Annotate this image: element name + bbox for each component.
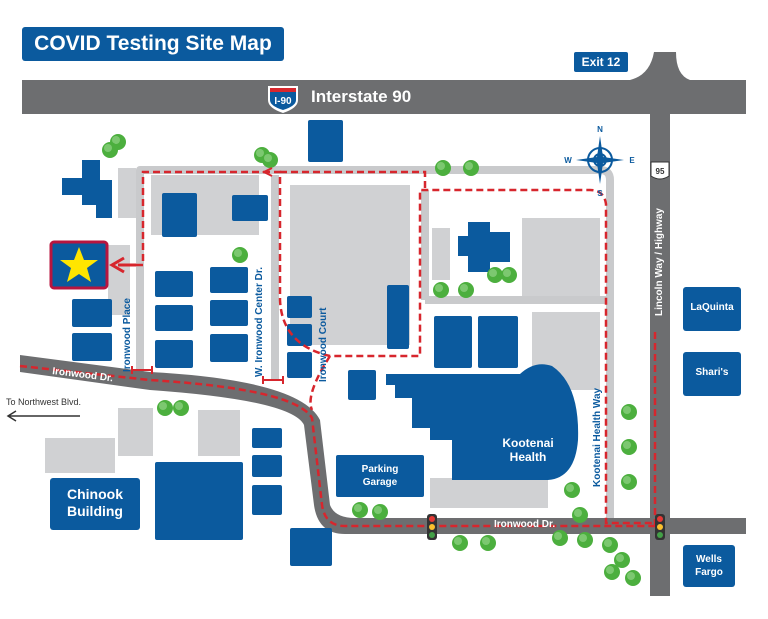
street-lincoln-way: Lincoln Way / Highway (654, 208, 665, 316)
interstate-label: Interstate 90 (311, 87, 412, 106)
street-ironwood-dr-south: Ironwood Dr. (494, 519, 556, 530)
wells-fargo-label: Wells Fargo (683, 553, 735, 579)
traffic-light-west (427, 514, 437, 540)
compass-n: N (597, 125, 603, 134)
compass-w: W (564, 156, 572, 165)
interstate-90 (22, 80, 746, 114)
compass-e: E (629, 156, 635, 165)
exit-label: Exit 12 (574, 52, 628, 72)
chinook-line2: Building (67, 503, 123, 519)
kootenai-line1: Kootenai (502, 436, 554, 450)
wells-line1: Wells (696, 554, 722, 565)
west-arrow-icon (6, 410, 80, 422)
buildings (50, 120, 741, 587)
chinook-line1: Chinook (67, 486, 123, 502)
parking-line1: Parking (361, 464, 399, 475)
highway-shield-label: 95 (656, 167, 665, 176)
route-arrow-north (261, 167, 273, 177)
kootenai-health-label: Kootenai Health (488, 436, 568, 464)
interstate-shield-icon: I-90 (268, 86, 298, 113)
kootenai-health-building (386, 364, 579, 480)
kootenai-line2: Health (509, 450, 547, 464)
lincoln-way (630, 52, 690, 596)
interstate-shield-label: I-90 (274, 96, 292, 107)
sharis-label: Shari's (695, 367, 729, 378)
street-ironwood-court: Ironwood Court (318, 307, 329, 382)
page-title: COVID Testing Site Map (22, 27, 284, 61)
parking-garage-label: Parking Garage (336, 463, 424, 489)
parking-lots (45, 168, 600, 508)
compass-icon: N S E W (564, 125, 635, 198)
wells-line2: Fargo (695, 567, 723, 578)
laquinta-label: LaQuinta (690, 302, 734, 313)
to-northwest-label: To Northwest Blvd. (6, 397, 82, 407)
parking-line2: Garage (362, 477, 398, 488)
chinook-building-label: Chinook Building (50, 486, 140, 520)
street-w-ironwood-center: W. Ironwood Center Dr. (254, 266, 265, 377)
street-ironwood-place: Ironwood Place (122, 298, 133, 372)
traffic-light-east (655, 514, 665, 540)
testing-site-marker (49, 240, 109, 290)
gate-markers (131, 366, 284, 384)
compass-s: S (597, 189, 603, 198)
street-kootenai-health-way: Kootenai Health Way (592, 387, 603, 487)
route-arrow (109, 256, 136, 274)
route-path (19, 170, 657, 528)
highway-shield-icon: 95 (650, 161, 670, 180)
